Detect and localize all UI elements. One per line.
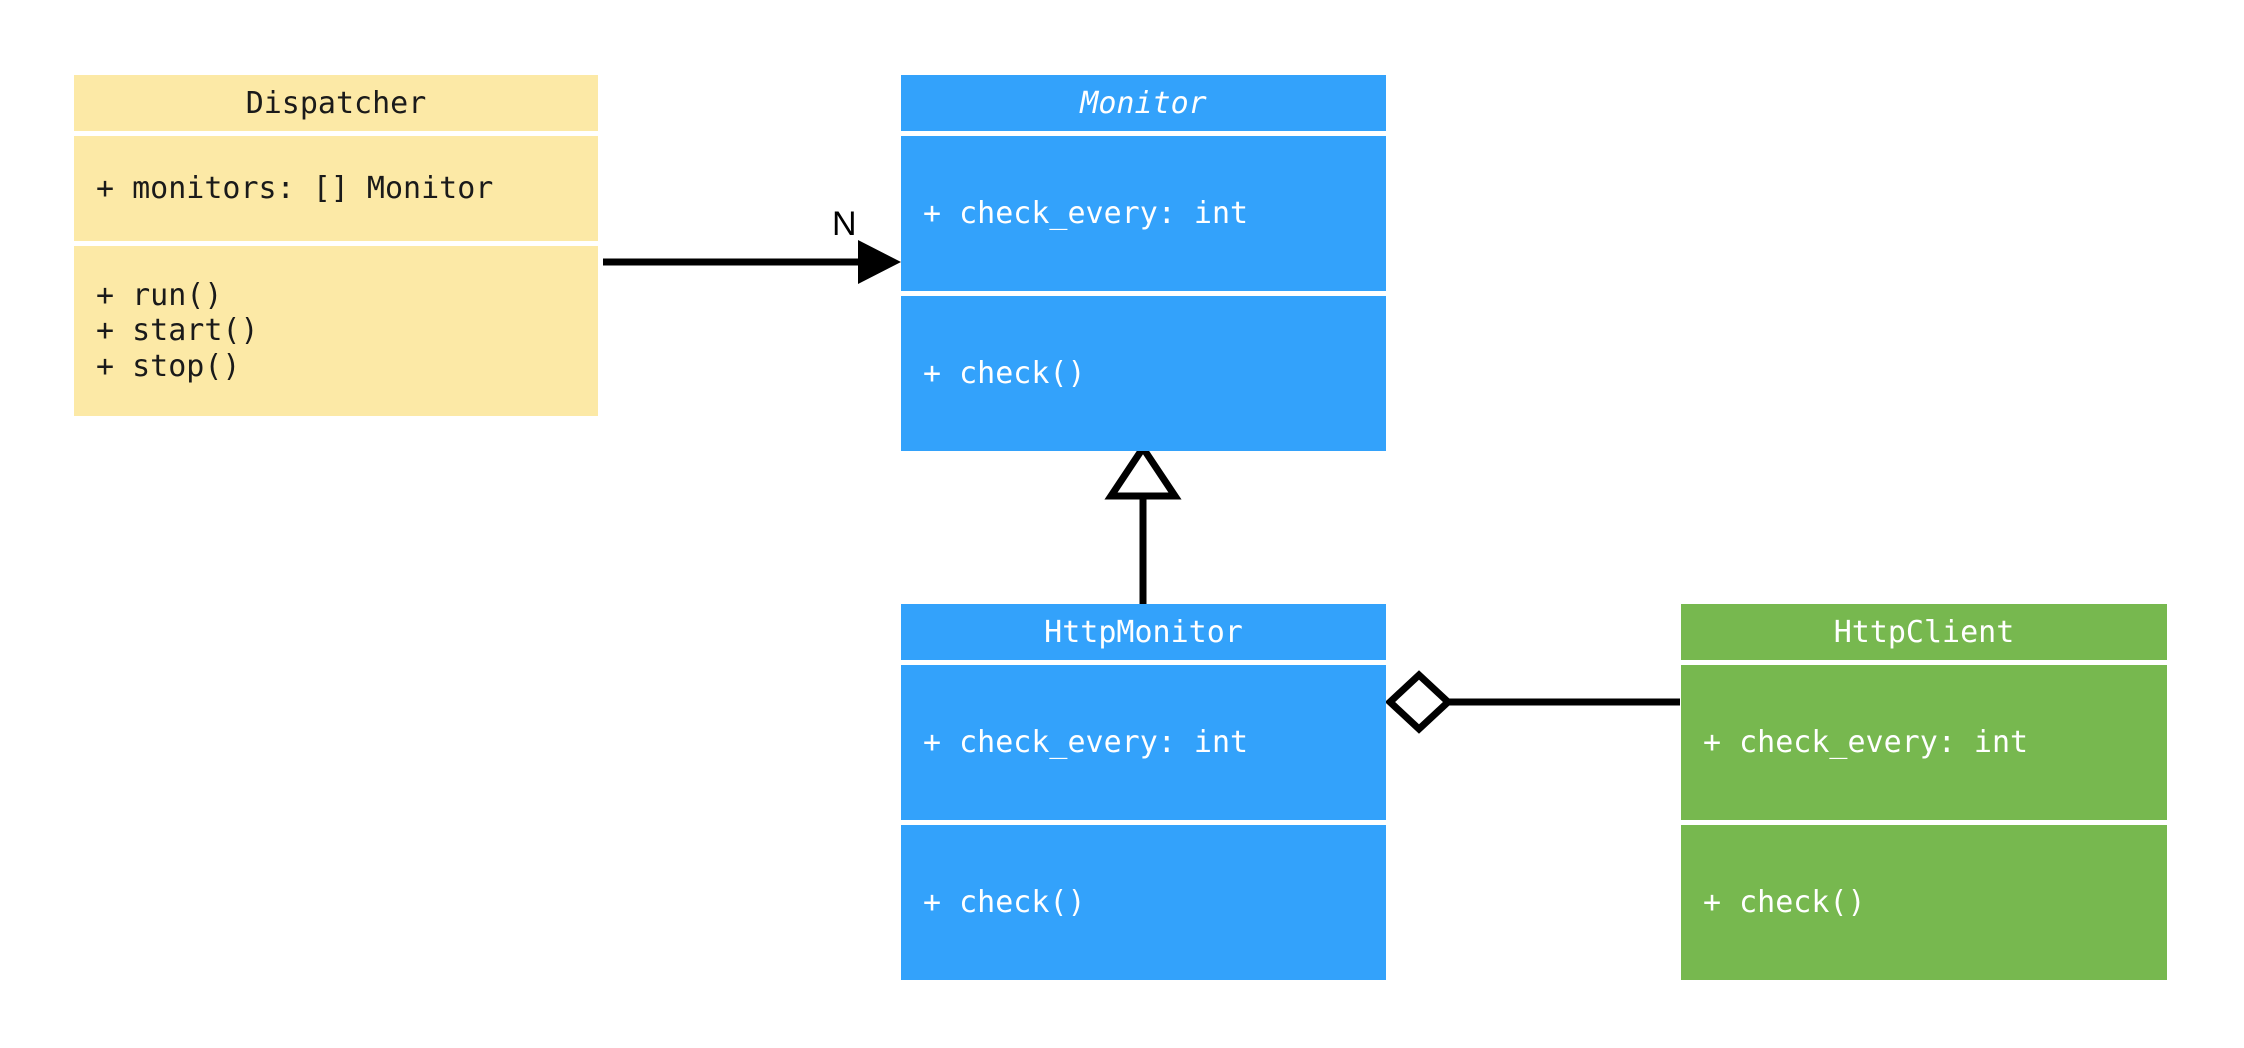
class-attributes-compartment: + check_every: int [901,665,1386,820]
class-attributes-compartment: + check_every: int [1681,665,2167,820]
uml-class-httpmonitor[interactable]: HttpMonitor + check_every: int + check() [901,604,1386,980]
class-title-compartment: Dispatcher [74,75,598,131]
method-row: + check() [923,355,1086,391]
class-title-compartment: HttpClient [1681,604,2167,660]
hollow-triangle-icon [1104,441,1182,500]
class-name-dispatcher: Dispatcher [245,85,427,121]
class-methods-compartment: + check() [901,825,1386,980]
uml-class-monitor[interactable]: Monitor + check_every: int + check() [901,75,1386,451]
class-attributes-compartment: + check_every: int [901,136,1386,291]
aggregation-httpmonitor-to-httpclient [1384,670,1680,734]
class-methods-compartment: + check() [901,296,1386,451]
method-row: + run() [96,278,223,314]
class-methods-compartment: + run() + start() + stop() [74,246,598,416]
attribute-row: + monitors: [] Monitor [96,170,494,206]
class-title-compartment: Monitor [901,75,1386,131]
method-row: + check() [923,884,1086,920]
uml-class-dispatcher[interactable]: Dispatcher + monitors: [] Monitor + run(… [74,75,598,416]
class-methods-compartment: + check() [1681,825,2167,980]
class-name-monitor: Monitor [1080,85,1207,121]
association-dispatcher-to-monitor [603,240,901,284]
uml-class-httpclient[interactable]: HttpClient + check_every: int + check() [1681,604,2167,980]
attribute-row: + check_every: int [923,195,1249,231]
inheritance-httpmonitor-to-monitor [1104,441,1182,605]
class-title-compartment: HttpMonitor [901,604,1386,660]
filled-arrow-icon [858,240,901,284]
attribute-row: + check_every: int [923,724,1249,760]
method-row: + start() [96,313,259,349]
class-name-httpmonitor: HttpMonitor [1044,614,1243,650]
class-name-httpclient: HttpClient [1833,614,2015,650]
attribute-row: + check_every: int [1703,724,2029,760]
association-multiplicity-label: N [832,205,857,243]
method-row: + check() [1703,884,1866,920]
hollow-diamond-icon [1384,670,1454,734]
class-attributes-compartment: + monitors: [] Monitor [74,136,598,241]
method-row: + stop() [96,348,241,384]
